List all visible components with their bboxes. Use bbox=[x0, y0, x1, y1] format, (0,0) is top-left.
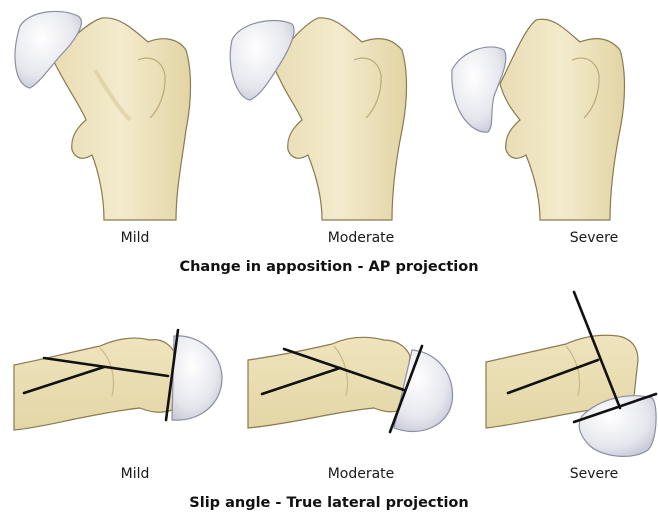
lat-label-severe: Severe bbox=[562, 466, 626, 482]
lat-label-mild: Mild bbox=[110, 466, 160, 482]
lat-femur-mild bbox=[14, 338, 176, 430]
ap-label-mild: Mild bbox=[110, 230, 160, 246]
ap-title: Change in apposition - AP projection bbox=[0, 259, 658, 275]
ap-head-severe bbox=[452, 47, 506, 132]
ap-femur-severe bbox=[500, 19, 625, 220]
lat-title: Slip angle - True lateral projection bbox=[0, 495, 658, 511]
lat-label-moderate: Moderate bbox=[316, 466, 406, 482]
ap-femur-moderate bbox=[272, 18, 407, 220]
ap-femur-mild bbox=[52, 18, 191, 220]
lat-head-mild bbox=[172, 336, 222, 420]
ap-label-severe: Severe bbox=[562, 230, 626, 246]
ap-label-moderate: Moderate bbox=[316, 230, 406, 246]
